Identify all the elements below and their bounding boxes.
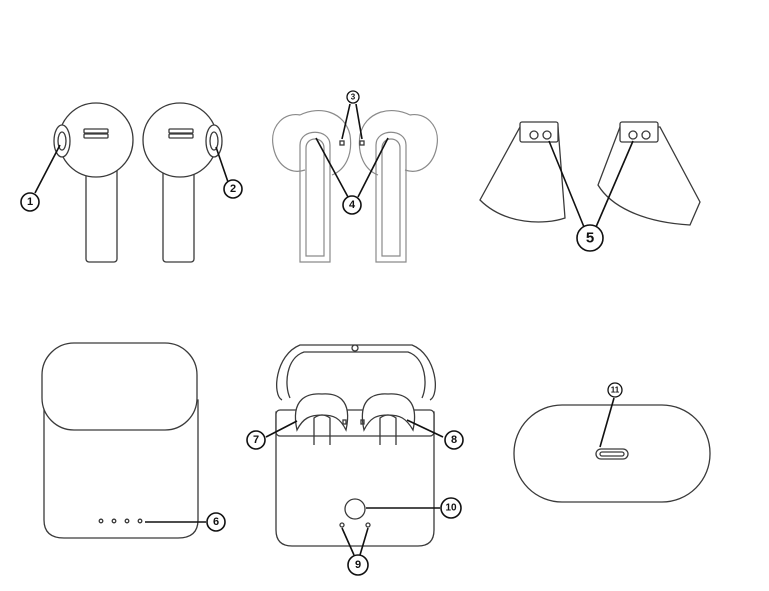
callout-label: 11	[611, 386, 620, 395]
charging-pin	[628, 130, 638, 140]
open-case-view	[275, 344, 436, 547]
callout-9: 9	[347, 554, 369, 576]
function-button	[344, 498, 366, 520]
touch-grille-icon	[83, 128, 109, 139]
battery-led-indicators	[98, 518, 143, 524]
contact-sensor-left	[339, 140, 345, 146]
callout-2: 2	[223, 179, 243, 199]
case-bottom	[513, 404, 711, 503]
callout-label: 10	[445, 503, 457, 514]
case-led	[339, 522, 345, 528]
charging-pin	[641, 130, 651, 140]
charging-pin	[529, 130, 539, 140]
right-earbud	[142, 102, 223, 263]
left-earbud-head	[272, 114, 306, 172]
usb-c-port	[595, 448, 629, 460]
right-speaker-mesh	[205, 124, 223, 158]
callout-label: 8	[451, 434, 457, 446]
callout-6: 6	[206, 512, 226, 532]
callout-3: 3	[346, 90, 360, 104]
callout-label: 5	[586, 230, 594, 247]
callout-10: 10	[440, 497, 462, 519]
left-earbud-stem	[299, 131, 331, 263]
contact-sensor-right	[359, 140, 365, 146]
case-body	[43, 399, 199, 539]
closed-case-view	[41, 342, 199, 539]
callout-label: 2	[230, 183, 236, 195]
charging-pin	[542, 130, 552, 140]
left-earbud-in-case	[294, 393, 349, 432]
left-earbud-bottom	[479, 126, 566, 223]
right-earbud-bottom	[597, 126, 701, 226]
callout-label: 3	[351, 93, 356, 102]
callout-4: 4	[342, 195, 362, 215]
callout-5: 5	[576, 224, 604, 252]
case-body	[275, 411, 435, 547]
case-led	[365, 522, 371, 528]
right-earbud-head	[404, 114, 438, 172]
case-bottom-view	[513, 404, 711, 503]
case-lid	[41, 342, 198, 431]
right-earbud-in-case	[361, 393, 416, 432]
callout-label: 6	[213, 516, 219, 528]
callout-label: 4	[349, 199, 356, 211]
callout-label: 7	[253, 434, 259, 446]
earbuds-outer-view	[53, 102, 223, 263]
left-earbud	[53, 102, 134, 263]
callout-8: 8	[444, 430, 464, 450]
earbuds-inner-view	[272, 110, 438, 263]
callout-11: 11	[607, 382, 623, 398]
callout-pointers	[34, 103, 634, 556]
right-earbud-stem	[375, 131, 407, 263]
callout-label: 1	[27, 196, 33, 208]
touch-grille-icon	[168, 128, 194, 139]
callout-1: 1	[20, 192, 40, 212]
callout-label: 9	[355, 559, 361, 571]
charging-contacts-view	[479, 121, 701, 226]
callout-7: 7	[246, 430, 266, 450]
